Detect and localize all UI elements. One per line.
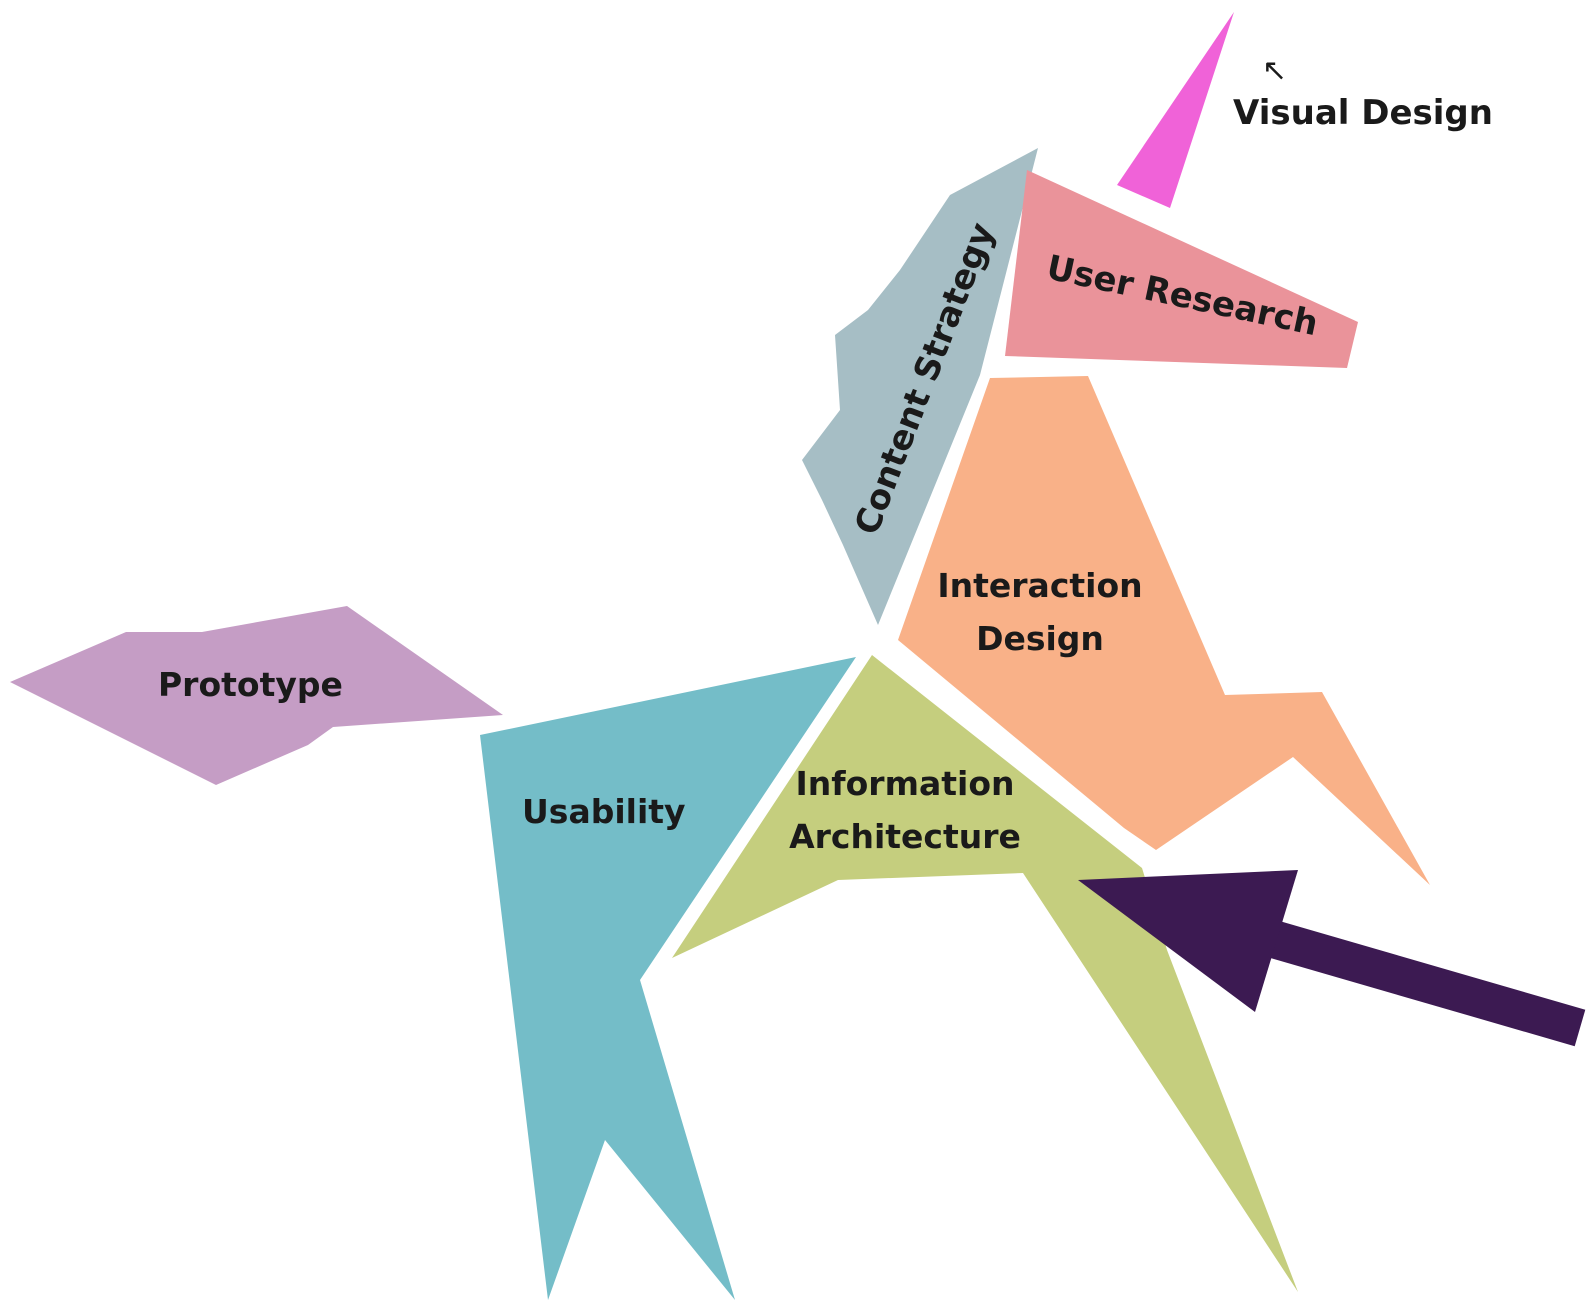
content-strategy-piece <box>802 148 1038 625</box>
prototype-piece <box>10 606 503 785</box>
interaction-design-label-line-2: Design <box>976 619 1104 658</box>
usability-label: Usability <box>522 792 686 831</box>
visual-design-horn <box>1117 12 1234 208</box>
prototype-label: Prototype <box>158 665 343 704</box>
pointer-arrow-shaft <box>1219 906 1586 1047</box>
pointer-arrow-icon <box>1078 870 1586 1047</box>
user-research-piece <box>1005 170 1358 368</box>
information-architecture-label-line-2: Architecture <box>789 817 1021 856</box>
pointer-arrow-head <box>1078 870 1298 1012</box>
visual-design-label: Visual Design <box>1233 93 1493 133</box>
interaction-design-label-line-1: Interaction <box>937 566 1142 605</box>
usability-piece <box>480 657 856 1300</box>
information-architecture-label-line-1: Information <box>796 764 1015 803</box>
small-arrow-icon: ↖ <box>1262 53 1287 88</box>
information-architecture-piece <box>672 655 1298 1292</box>
interaction-design-piece <box>898 376 1430 885</box>
